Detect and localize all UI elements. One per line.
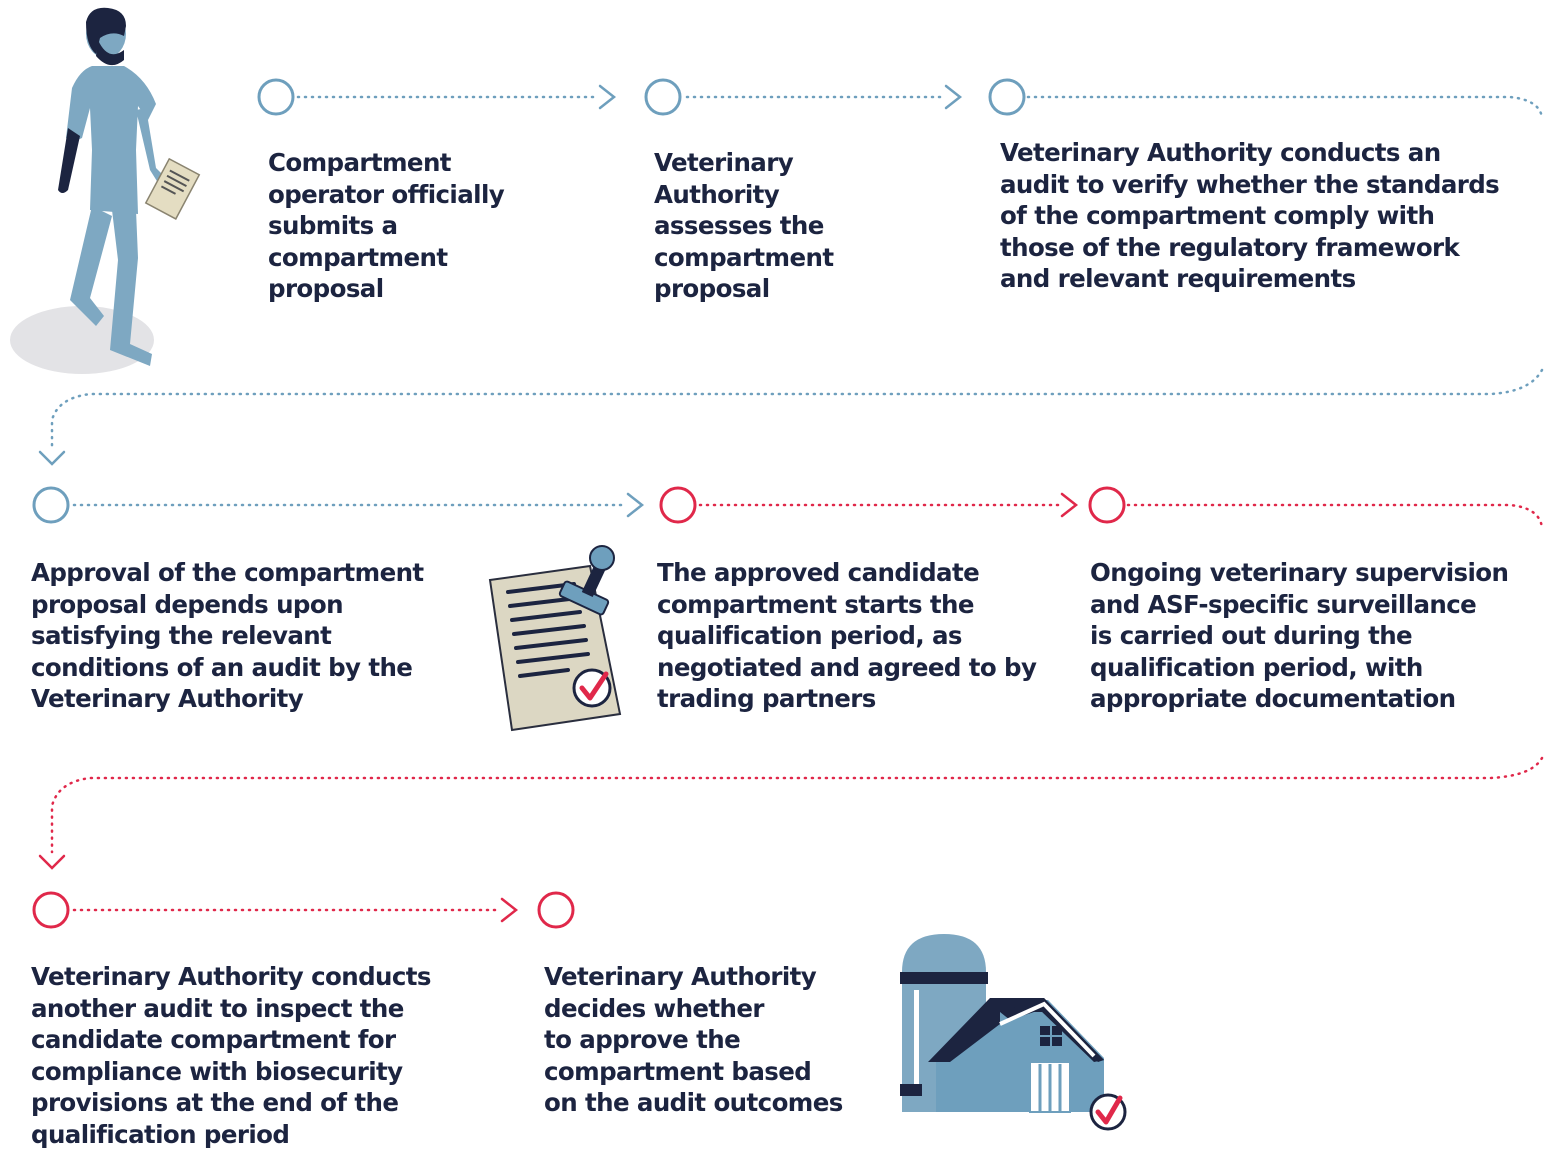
step-3-node xyxy=(988,78,1026,116)
walking-person-icon xyxy=(10,7,201,374)
step-8-node xyxy=(537,891,575,929)
step-7-node xyxy=(32,891,70,929)
farm-barn-silo-icon xyxy=(900,934,1127,1131)
step-5-node xyxy=(659,486,697,524)
row-1-connectors xyxy=(38,84,1544,466)
step-4-text: Approval of the compartment proposal dep… xyxy=(31,558,424,713)
step-6-text: Ongoing veterinary supervision and ASF-s… xyxy=(1090,558,1509,713)
step-6-node xyxy=(1088,486,1126,524)
step-3-text: Veterinary Authority conducts an audit t… xyxy=(1000,138,1500,293)
step-8-text: Veterinary Authority decides whether to … xyxy=(544,962,843,1117)
step-7-text: Veterinary Authority conducts another au… xyxy=(31,962,431,1149)
stamped-document-icon xyxy=(488,545,622,732)
step-1-text: Compartment operator officially submits … xyxy=(268,148,505,303)
step-5-text: The approved candidate compartment start… xyxy=(657,558,1037,713)
step-2-node xyxy=(644,78,682,116)
row-3-connectors xyxy=(72,897,519,923)
step-2-text: Veterinary Authority assesses the compar… xyxy=(654,148,834,303)
step-4-node xyxy=(32,486,70,524)
row-2-connectors xyxy=(38,492,1544,870)
step-1-node xyxy=(257,78,295,116)
